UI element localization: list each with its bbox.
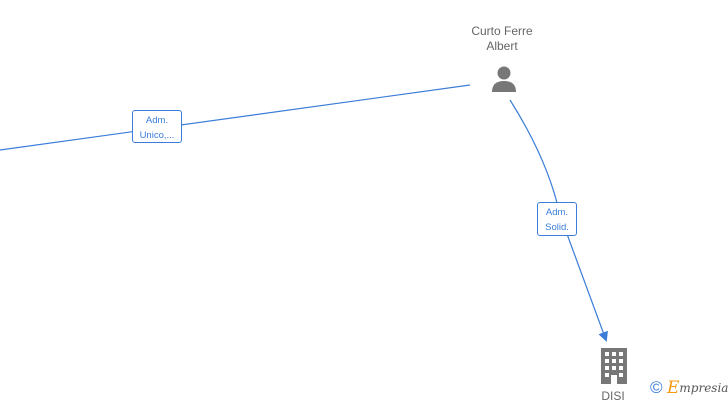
edge-line-adm-unico: [0, 84, 471, 151]
edge-label-line2: Solid.: [545, 222, 569, 233]
company-name-label: DISI: [601, 389, 625, 400]
person-name-line2: Albert: [486, 39, 518, 53]
person-name-label: Curto Ferre Albert: [452, 24, 552, 54]
edge-label-line1: Adm.: [545, 207, 569, 218]
edge-label-adm-unico[interactable]: Adm. Unico,...: [132, 110, 182, 143]
empresia-watermark: © Empresia: [650, 378, 728, 400]
building-icon[interactable]: [598, 348, 630, 384]
brand-initial: E: [666, 378, 680, 398]
edge-label-line1: Adm.: [145, 115, 169, 126]
copyright-icon: ©: [650, 378, 663, 397]
edge-label-line2: Unico,...: [139, 130, 175, 141]
edge-label-adm-solid[interactable]: Adm. Solid.: [537, 202, 577, 236]
brand-name: mpresia: [679, 381, 728, 395]
person-name-line1: Curto Ferre: [471, 24, 533, 38]
person-icon[interactable]: [489, 64, 519, 94]
